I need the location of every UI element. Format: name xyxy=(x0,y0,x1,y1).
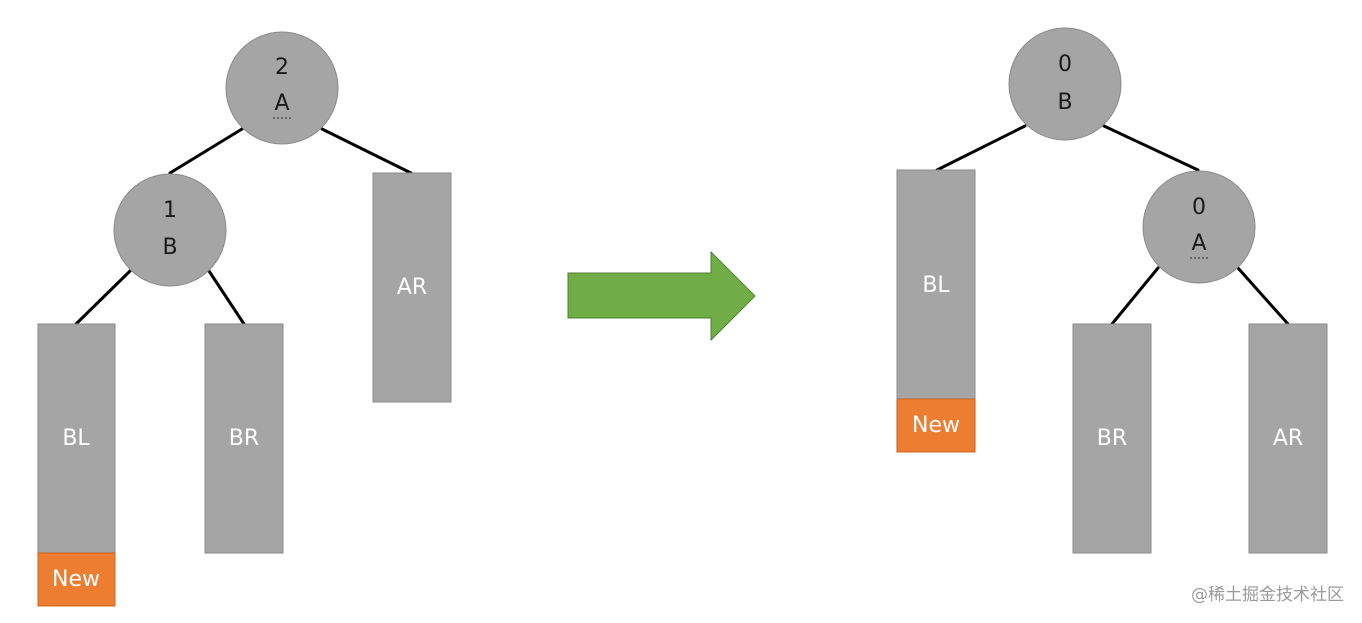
left-child-label: B xyxy=(162,235,177,260)
right-child-node: 0 A xyxy=(1142,170,1256,284)
right-subtree-ar: AR xyxy=(1248,323,1328,554)
left-child-balance: 1 xyxy=(163,198,177,223)
left-root-node: 2 A xyxy=(225,31,339,145)
right-new-node: New xyxy=(896,398,976,453)
right-subtree-br: BR xyxy=(1072,323,1152,554)
edge-a-to-ar xyxy=(320,127,413,175)
edge-a-to-ar-right xyxy=(1236,266,1290,326)
left-new-node-label: New xyxy=(52,567,100,592)
edge-b-to-a-right xyxy=(1102,124,1200,172)
right-root-label: B xyxy=(1057,90,1072,115)
watermark: @稀土掘金技术社区 xyxy=(1191,585,1344,605)
right-subtree-bl: BL xyxy=(896,169,976,400)
left-subtree-bl: BL xyxy=(37,323,116,554)
right-tree: 0 B 0 A BL New BR AR xyxy=(896,27,1328,554)
left-root-label: A xyxy=(274,91,289,116)
left-subtree-ar-label: AR xyxy=(397,275,427,300)
edge-b-to-br xyxy=(207,269,246,326)
left-subtree-br-label: BR xyxy=(229,426,259,451)
edge-a-to-br-right xyxy=(1110,266,1160,326)
right-subtree-bl-label: BL xyxy=(922,273,950,298)
edge-b-to-bl-right xyxy=(935,124,1027,172)
right-child-balance: 0 xyxy=(1192,195,1206,220)
left-subtree-br: BR xyxy=(204,323,284,554)
right-subtree-ar-label: AR xyxy=(1273,426,1303,451)
right-root-node: 0 B xyxy=(1008,27,1122,141)
right-subtree-br-label: BR xyxy=(1097,426,1127,451)
left-new-node: New xyxy=(37,552,116,607)
left-tree: 2 A 1 B AR BL New BR xyxy=(37,31,452,607)
edge-b-to-bl xyxy=(74,269,132,326)
left-subtree-ar: AR xyxy=(372,172,452,403)
right-child-label: A xyxy=(1191,231,1206,256)
left-child-node: 1 B xyxy=(113,173,227,287)
edge-a-to-b xyxy=(168,127,244,175)
right-new-node-label: New xyxy=(912,413,960,438)
left-subtree-bl-label: BL xyxy=(62,426,90,451)
rotation-arrow-icon xyxy=(567,250,756,342)
left-root-balance: 2 xyxy=(275,55,289,80)
right-root-balance: 0 xyxy=(1058,52,1072,77)
